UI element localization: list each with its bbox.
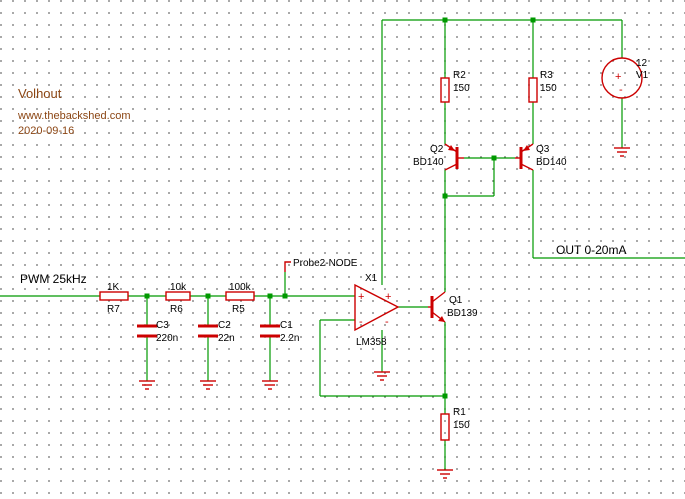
svg-text:100k: 100k	[229, 282, 252, 293]
svg-text:BD139: BD139	[447, 308, 478, 319]
svg-text:-: -	[619, 84, 623, 96]
svg-text:-: -	[359, 316, 363, 328]
svg-text:R5: R5	[232, 304, 245, 315]
svg-text:+: +	[385, 291, 391, 303]
svg-text:LM358: LM358	[356, 337, 387, 348]
resistor-r3: R3 150	[528, 70, 557, 103]
website-text: www.thebackshed.com	[17, 110, 131, 122]
svg-text:Q1: Q1	[449, 295, 463, 306]
resistor-r1: R1 150	[440, 407, 470, 441]
junctions	[144, 17, 536, 399]
svg-text:Q3: Q3	[536, 144, 550, 155]
capacitor-c1: C1 2.2n	[260, 320, 299, 344]
ground-v1	[614, 147, 630, 157]
input-net-label: PWM 25kHz	[20, 272, 87, 286]
svg-text:-: -	[385, 316, 389, 328]
svg-text:C1: C1	[280, 320, 293, 331]
resistor-r7: 1K R7	[99, 282, 129, 315]
opamp-x1: + - + - X1 LM358	[354, 273, 400, 348]
ground-c2	[200, 380, 216, 390]
svg-text:22n: 22n	[218, 333, 235, 344]
svg-text:R6: R6	[170, 304, 183, 315]
svg-text:150: 150	[540, 83, 557, 94]
voltage-source-v1: + - 12 V1	[601, 57, 649, 99]
svg-text:R1: R1	[453, 407, 466, 418]
svg-text:150: 150	[453, 83, 470, 94]
resistor-r5: 100k R5	[225, 282, 255, 315]
svg-text:R2: R2	[453, 70, 466, 81]
probe-marker: Probe2-NODE	[284, 258, 358, 272]
ground-c1	[262, 380, 278, 390]
svg-text:Q2: Q2	[430, 144, 444, 155]
svg-text:12: 12	[636, 58, 648, 69]
ground-c3	[139, 380, 155, 390]
svg-text:220n: 220n	[156, 333, 178, 344]
svg-text:2.2n: 2.2n	[280, 333, 299, 344]
transistor-q3: Q3 BD140	[515, 143, 567, 171]
svg-text:R3: R3	[540, 70, 553, 81]
resistor-r6: 10k R6	[165, 282, 191, 315]
probe-label: Probe2-NODE	[293, 258, 358, 269]
svg-text:V1: V1	[636, 70, 649, 81]
wires	[0, 19, 685, 470]
ground-r1	[437, 469, 453, 479]
output-net-label: OUT 0-20mA	[556, 243, 626, 257]
svg-text:BD140: BD140	[536, 157, 567, 168]
transistor-q2: Q2 BD140	[413, 143, 464, 171]
capacitor-c2: C2 22n	[198, 320, 235, 344]
resistor-r2: R2 150	[440, 70, 470, 103]
svg-text:+: +	[615, 71, 621, 83]
capacitor-c3: C3 220n	[137, 320, 178, 344]
svg-text:C2: C2	[218, 320, 231, 331]
svg-text:+: +	[358, 291, 364, 303]
svg-text:X1: X1	[365, 273, 378, 284]
svg-text:1K: 1K	[107, 282, 120, 293]
svg-text:C3: C3	[156, 320, 169, 331]
transistor-q1: Q1 BD139	[428, 291, 478, 323]
schematic-title: Volhout	[18, 86, 62, 101]
svg-text:150: 150	[453, 420, 470, 431]
date-text: 2020-09-16	[18, 125, 74, 137]
svg-text:R7: R7	[107, 304, 120, 315]
svg-text:BD140: BD140	[413, 157, 444, 168]
svg-text:10k: 10k	[170, 282, 187, 293]
ground-opamp	[374, 371, 390, 381]
